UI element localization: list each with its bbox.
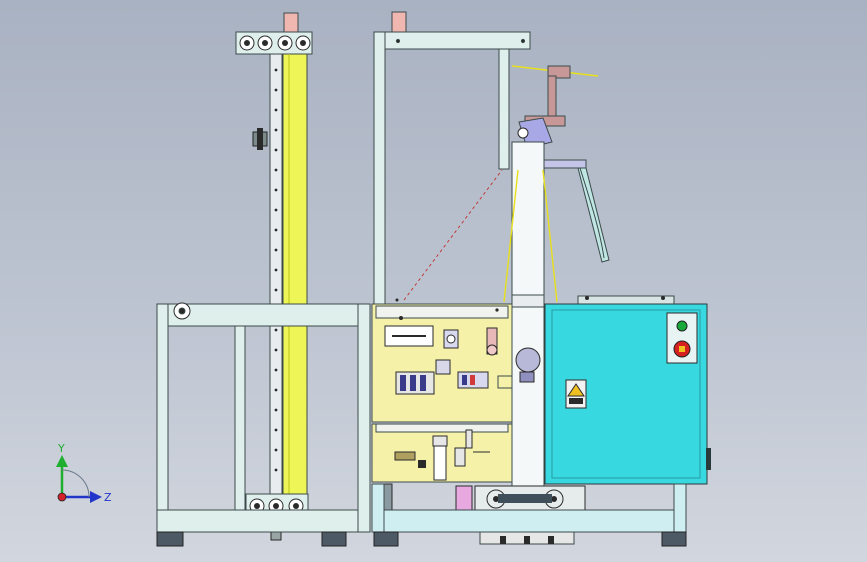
upper-frame	[373, 11, 531, 305]
z-axis-label: Z	[104, 491, 112, 504]
yellow-belt-rail	[282, 53, 308, 499]
side-clamp	[252, 128, 268, 150]
left-frame-inner-post	[234, 325, 246, 531]
vertical-rail-assembly	[235, 12, 313, 541]
base-frame	[371, 483, 687, 545]
left-frame-left-post	[156, 303, 169, 533]
foot-4	[661, 531, 687, 547]
pneumatic-panel-upper	[371, 298, 513, 423]
drive-unit	[371, 483, 586, 513]
valve-manifold	[395, 359, 451, 395]
filter-regulator	[418, 435, 448, 481]
foot-1	[156, 531, 184, 547]
pressure-regulator	[443, 329, 489, 389]
warning-label	[565, 379, 587, 409]
leader-line	[403, 169, 503, 301]
foot-3	[373, 531, 399, 547]
electrical-cabinet	[544, 295, 711, 485]
left-frame-bottom-beam	[156, 509, 371, 533]
left-frame-right-post	[357, 303, 371, 533]
y-axis-label: Y	[57, 442, 65, 455]
beacon-lamp	[515, 347, 541, 383]
x-axis-point	[57, 492, 67, 502]
foot-2	[321, 531, 347, 547]
upper-frame-right-post	[498, 48, 510, 170]
left-frame	[156, 302, 371, 533]
control-station	[666, 312, 698, 364]
pneumatic-panel-lower	[371, 423, 513, 483]
upper-frame-left-post	[373, 31, 386, 305]
top-connector-pink-2	[391, 11, 407, 33]
lamp-green-icon	[676, 320, 688, 332]
guide-hole-row	[274, 68, 278, 472]
axis-triad: Y Z	[56, 442, 112, 504]
cabinet-hinge	[706, 448, 711, 470]
lift-column	[511, 141, 545, 529]
solenoid-valve	[486, 327, 498, 356]
swing-arm-linkage	[511, 65, 610, 263]
